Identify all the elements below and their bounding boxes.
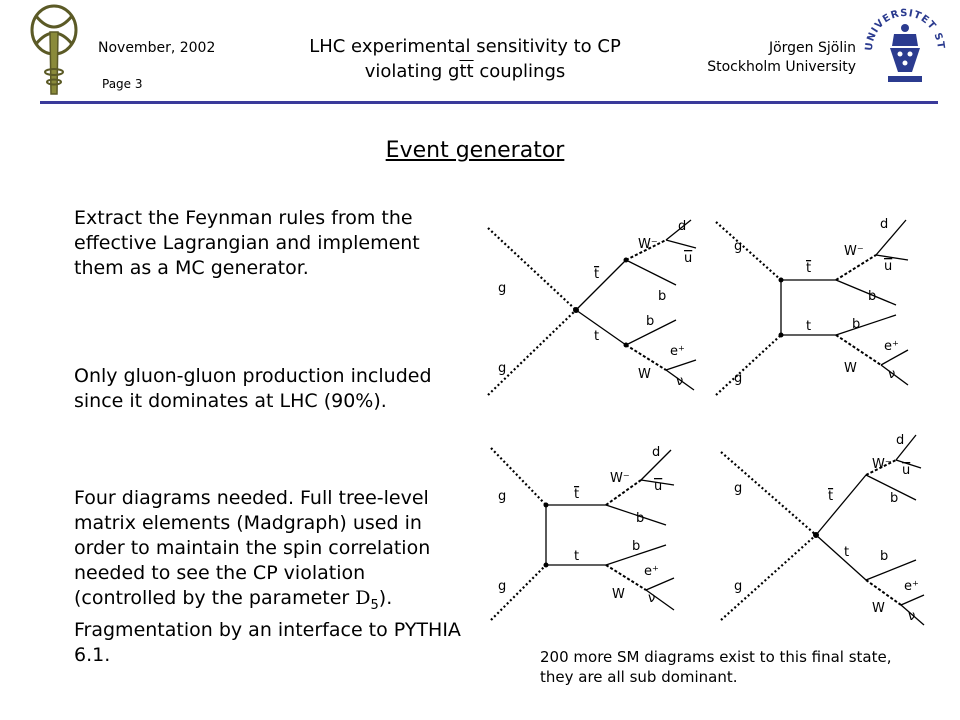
- feynman-diagram-4: [720, 434, 925, 626]
- label-d-3: d: [652, 445, 660, 460]
- atlas-logo: [30, 4, 78, 95]
- label-nu-3: ν: [648, 591, 655, 606]
- label-t-2: t: [806, 319, 811, 334]
- label-eplus-1: e⁺: [670, 344, 685, 359]
- label-wminus-1: W⁻: [638, 237, 658, 252]
- feynman-diagram-1: [487, 219, 697, 396]
- label-t-4: t: [844, 545, 849, 560]
- header-institution: Stockholm University: [707, 59, 856, 75]
- label-eplus-4: e⁺: [904, 579, 919, 594]
- d5-symbol: D: [355, 587, 371, 609]
- label-g-1a: g: [498, 281, 506, 296]
- label-nu-4: ν: [908, 609, 915, 624]
- label-wminus-4: W⁻: [872, 457, 892, 472]
- slide-heading: Event generator: [385, 138, 565, 163]
- feynman-diagram-3: [490, 447, 675, 621]
- paragraph-gluon-production: Only gluon-gluon production included sin…: [74, 365, 432, 412]
- label-b-4a: b: [890, 491, 898, 506]
- label-tbar-1: t: [594, 267, 599, 282]
- label-b-2b: b: [852, 317, 860, 332]
- label-eplus-3: e⁺: [644, 564, 659, 579]
- university-seal-logo: UNIVERSITET STOCKHOLMS: [862, 6, 945, 82]
- diagram-caption: 200 more SM diagrams exist to this final…: [540, 648, 892, 686]
- label-w-4: W: [872, 601, 885, 616]
- paragraph-four-diagrams-text: Four diagrams needed. Full tree-level ma…: [74, 487, 431, 609]
- label-g-4b: g: [734, 579, 742, 594]
- label-b-1b: b: [646, 314, 654, 329]
- header-author: Jörgen Sjölin: [768, 40, 856, 56]
- label-b-3b: b: [632, 539, 640, 554]
- label-w-2: W: [844, 361, 857, 376]
- header-title-line1: LHC experimental sensitivity to CP: [309, 36, 621, 57]
- paragraph-four-diagrams-tail: ). Fragmentation by an interface to PYTH…: [74, 587, 461, 666]
- title-line2-suffix: couplings: [473, 61, 566, 82]
- label-ubar-4: u: [902, 463, 910, 478]
- label-ubar-3: u: [654, 479, 662, 494]
- label-nu-1: ν: [676, 374, 683, 389]
- title-line2-prefix: violating g: [364, 61, 460, 82]
- label-g-2a: g: [734, 239, 742, 254]
- label-g-1b: g: [498, 361, 506, 376]
- label-tbar-2: t: [806, 261, 811, 276]
- d5-subscript: 5: [370, 597, 379, 613]
- label-ubar-2: u: [884, 259, 892, 274]
- label-d-2: d: [880, 217, 888, 232]
- label-g-2b: g: [734, 371, 742, 386]
- feynman-diagrams: g g t t W⁻ d u b b W e⁺ ν g g t t W⁻ d u…: [487, 217, 925, 626]
- label-b-4b: b: [880, 549, 888, 564]
- label-tbar-3: t: [574, 487, 579, 502]
- label-b-3a: b: [636, 511, 644, 526]
- paragraph-feynman-rules: Extract the Feynman rules from the effec…: [74, 207, 420, 279]
- label-ubar-1: u: [684, 251, 692, 266]
- label-w-3: W: [612, 587, 625, 602]
- title-line2-tt: tt: [459, 61, 474, 82]
- header-title: LHC experimental sensitivity to CP viola…: [250, 34, 680, 84]
- label-d-4: d: [896, 433, 904, 448]
- label-w-1: W: [638, 367, 651, 382]
- label-b-1a: b: [658, 289, 666, 304]
- label-eplus-2: e⁺: [884, 339, 899, 354]
- label-wminus-3: W⁻: [610, 471, 630, 486]
- header-date: November, 2002: [98, 40, 216, 56]
- header-title-line2: violating gtt couplings: [250, 59, 680, 84]
- label-wminus-2: W⁻: [844, 244, 864, 259]
- label-tbar-4: t: [828, 489, 833, 504]
- label-g-3b: g: [498, 579, 506, 594]
- label-g-4a: g: [734, 481, 742, 496]
- feynman-diagram-2: [715, 219, 909, 396]
- header-page-number: Page 3: [102, 77, 143, 91]
- label-t-1: t: [594, 329, 599, 344]
- label-b-2a: b: [868, 289, 876, 304]
- label-g-3a: g: [498, 489, 506, 504]
- label-d-1: d: [678, 219, 686, 234]
- paragraph-four-diagrams: Four diagrams needed. Full tree-level ma…: [74, 486, 469, 668]
- label-nu-2: ν: [888, 367, 895, 382]
- header-rule: [40, 101, 938, 104]
- label-t-3: t: [574, 549, 579, 564]
